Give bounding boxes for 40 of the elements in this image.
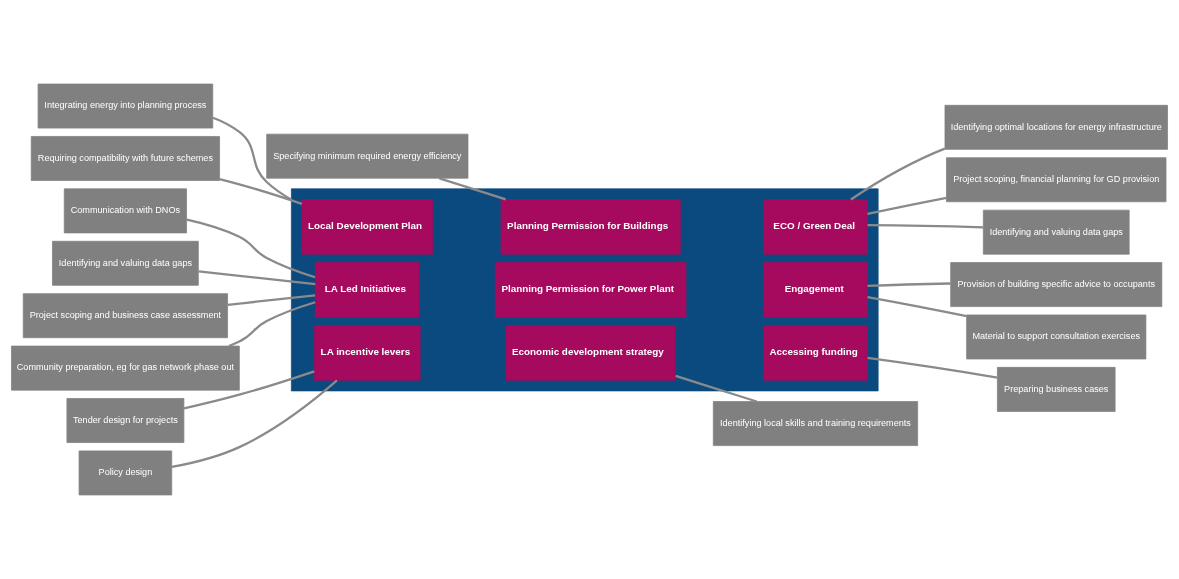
node-box: Economic development strategy	[505, 325, 676, 381]
node-box: Planning Permission for Power Plant	[494, 262, 687, 318]
node-box: Tender design for projects	[66, 398, 185, 443]
connector	[186, 218, 316, 279]
connector	[867, 196, 947, 215]
connector	[219, 177, 303, 205]
node-box: Preparing business cases	[997, 367, 1116, 412]
node-box: Requiring compatibility with future schemes	[30, 136, 220, 181]
node-box: LA Led Initiatives	[314, 262, 420, 318]
node-box: Identifying optimal locations for energy infrastructure	[944, 104, 1168, 150]
connector	[227, 294, 316, 306]
node-box: Communication with DNOs	[63, 188, 187, 234]
connector	[867, 296, 967, 318]
node-box: Identifying local skills and training requirements	[712, 401, 918, 446]
node-box: Provision of building specific advice to occupants	[950, 262, 1163, 307]
connector	[183, 370, 315, 410]
connector	[867, 356, 998, 379]
connector	[198, 270, 316, 286]
node-box: Planning Permission for Buildings	[500, 199, 681, 255]
connector	[212, 116, 292, 201]
connector	[228, 301, 316, 348]
node-box: Material to support consultation exercises	[966, 314, 1147, 360]
node-box: Specifying minimum required energy efficiency	[266, 133, 469, 179]
node-box: Integrating energy into planning process	[37, 83, 214, 129]
node-box: Policy design	[78, 450, 173, 496]
cluster	[291, 188, 879, 392]
node-box: ECO / Green Deal	[763, 199, 868, 255]
node-box: Accessing funding	[763, 325, 868, 381]
connector	[867, 282, 951, 287]
node-box: Local Development Plan	[301, 199, 434, 255]
node-box: Project scoping, financial planning for GD provision	[946, 157, 1167, 203]
node-box: Engagement	[763, 262, 868, 318]
connector	[850, 147, 946, 201]
node-box: LA incentive levers	[314, 325, 421, 381]
node-box: Identifying and valuing data gaps	[982, 209, 1130, 255]
node-box: Identifying and valuing data gaps	[52, 240, 199, 286]
connector	[867, 223, 984, 229]
node-box: Project scoping and business case assessment	[22, 293, 228, 339]
connector	[171, 379, 338, 469]
node-box: Community preparation, eg for gas network phase out	[11, 345, 240, 391]
